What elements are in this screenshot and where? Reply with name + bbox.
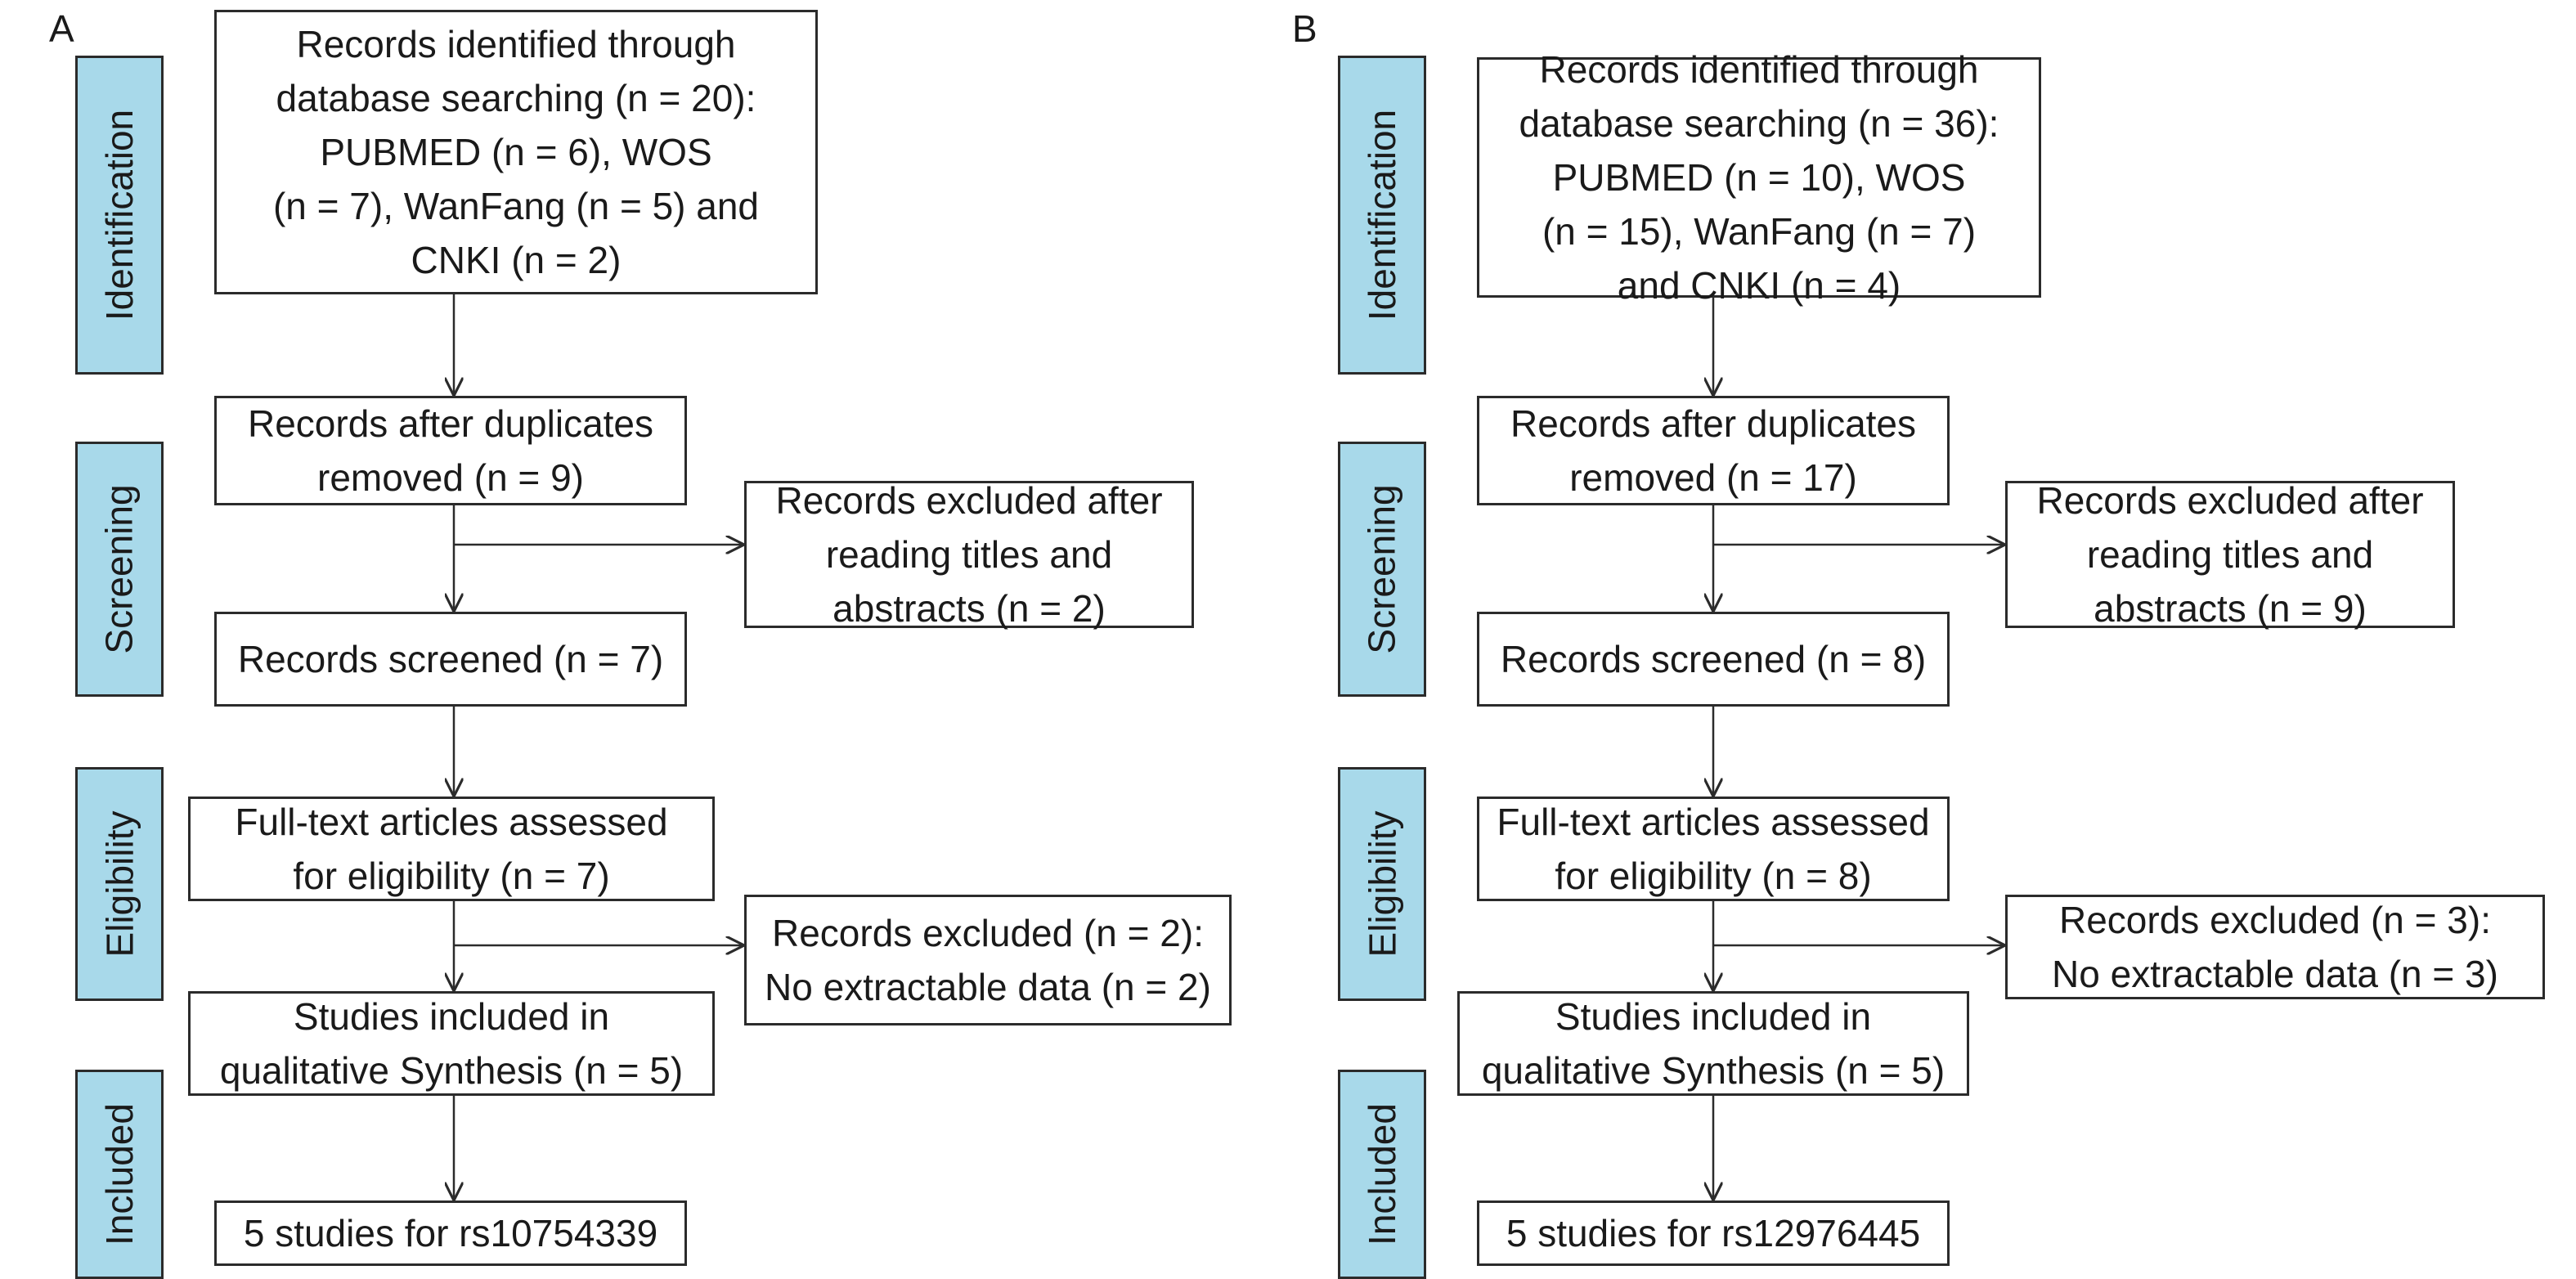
panel-a-box-excluded-data: Records excluded (n = 2): No extractable … — [744, 895, 1232, 1025]
box-text-line: Records excluded (n = 2): — [772, 912, 1204, 954]
panel-a-box-included-synthesis: Studies included in qualitative Synthesis… — [188, 991, 715, 1096]
box-text-line: Records screened (n = 8) — [1500, 638, 1927, 680]
panel-b-stage-identification: Identification — [1338, 56, 1426, 375]
box-text-line: removed (n = 9) — [317, 456, 584, 499]
panel-b-box-excluded-data: Records excluded (n = 3): No extractable … — [2005, 895, 2545, 999]
panel-a-box-identified: Records identified through database searc… — [214, 10, 818, 294]
box-text-line: Full-text articles assessed — [1497, 801, 1930, 843]
panel-b-box-excluded-titles: Records excluded after reading titles and… — [2005, 479, 2455, 630]
panel-a-stage-eligibility: Eligibility — [75, 767, 164, 1001]
box-text-line: Records excluded after — [775, 479, 1163, 522]
box-text-line: 5 studies for rs10754339 — [243, 1212, 658, 1254]
panel-a-letter: A — [49, 7, 74, 50]
panel-b-stage-eligibility: Eligibility — [1338, 767, 1426, 1001]
panel-a-box-final: 5 studies for rs10754339 — [214, 1200, 687, 1266]
box-text-line: and CNKI (n = 4) — [1617, 264, 1901, 307]
panel-a-stage-included: Included — [75, 1070, 164, 1279]
panel-b-box-fulltext: Full-text articles assessed for eligibili… — [1477, 797, 1950, 901]
box-text-line: abstracts (n = 9) — [2094, 587, 2367, 630]
box-text-line: qualitative Synthesis (n = 5) — [219, 1049, 684, 1092]
panel-a-box-after-duplicates: Records after duplicates removed (n = 9) — [214, 396, 687, 505]
panel-a-box-screened: Records screened (n = 7) — [214, 612, 687, 707]
box-text-line: CNKI (n = 2) — [411, 239, 622, 281]
box-text-line: (n = 7), WanFang (n = 5) and — [272, 185, 760, 227]
box-text-line: database searching (n = 36): — [1519, 102, 1999, 145]
panel-a-box-fulltext: Full-text articles assessed for eligibili… — [188, 797, 715, 901]
box-text-line: Studies included in — [293, 995, 610, 1038]
box-text-line: for eligibility (n = 8) — [1555, 855, 1872, 897]
panel-b-stage-screening: Screening — [1338, 442, 1426, 697]
box-text-line: Records after duplicates — [1510, 402, 1917, 445]
panel-b-letter: B — [1292, 7, 1317, 50]
panel-b-box-included-synthesis: Studies included in qualitative Synthesis… — [1457, 991, 1969, 1096]
panel-b-box-final: 5 studies for rs12976445 — [1477, 1200, 1950, 1266]
box-text-line: (n = 15), WanFang (n = 7) — [1542, 210, 1977, 253]
panel-b-box-after-duplicates: Records after duplicates removed (n = 17) — [1477, 396, 1950, 505]
box-text-line: Full-text articles assessed — [235, 801, 668, 843]
box-text-line: Records screened (n = 7) — [237, 638, 664, 680]
panel-b-stage-included: Included — [1338, 1070, 1426, 1279]
panel-b-box-identified: Records identified through database searc… — [1477, 48, 2041, 307]
panel-a-stage-identification: Identification — [75, 56, 164, 375]
box-text-line: No extractable data (n = 2) — [765, 966, 1211, 1008]
panel-b-box-screened: Records screened (n = 8) — [1477, 612, 1950, 707]
box-text-line: 5 studies for rs12976445 — [1506, 1212, 1921, 1254]
panel-a-stage-screening: Screening — [75, 442, 164, 697]
box-text-line: No extractable data (n = 3) — [2052, 953, 2498, 995]
box-text-line: Records identified through — [1539, 48, 1979, 91]
box-text-line: qualitative Synthesis (n = 5) — [1481, 1049, 1945, 1092]
panel-a-box-excluded-titles: Records excluded after reading titles and… — [744, 479, 1194, 630]
box-text-line: for eligibility (n = 7) — [293, 855, 610, 897]
box-text-line: reading titles and — [2086, 533, 2374, 576]
box-text-line: database searching (n = 20): — [276, 77, 756, 119]
box-text-line: Records identified through — [296, 23, 736, 65]
box-text-line: abstracts (n = 2) — [832, 587, 1106, 630]
box-text-line: PUBMED (n = 10), WOS — [1552, 156, 1966, 199]
box-text-line: Studies included in — [1555, 995, 1872, 1038]
box-text-line: Records excluded (n = 3): — [2059, 899, 2491, 941]
box-text-line: reading titles and — [825, 533, 1113, 576]
box-text-line: Records after duplicates — [247, 402, 654, 445]
box-text-line: Records excluded after — [2036, 479, 2424, 522]
box-text-line: removed (n = 17) — [1569, 456, 1857, 499]
box-text-line: PUBMED (n = 6), WOS — [320, 131, 712, 173]
